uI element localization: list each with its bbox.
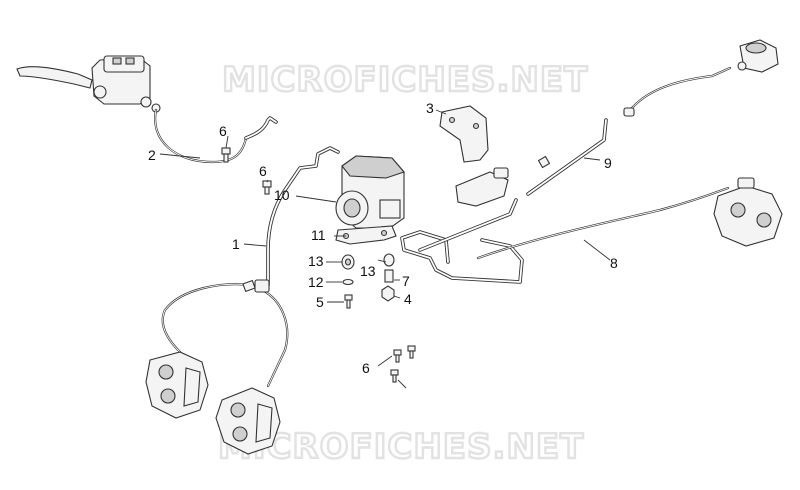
callout-6-bottom: 6 xyxy=(362,360,370,376)
callout-11: 11 xyxy=(311,227,326,243)
bolt-5 xyxy=(344,294,353,309)
callout-3: 3 xyxy=(426,100,434,116)
rear-fluid-reservoir xyxy=(737,39,779,73)
rear-master-cylinder xyxy=(455,155,551,207)
banjo-bolts-6c xyxy=(390,345,416,383)
mounting-bracket-3 xyxy=(439,105,489,163)
callout-6-top: 6 xyxy=(219,123,227,139)
callout-6-mid: 6 xyxy=(259,163,267,179)
callout-12: 12 xyxy=(308,274,324,290)
callout-7: 7 xyxy=(402,273,410,289)
nut-4 xyxy=(381,285,395,302)
brake-line-9 xyxy=(526,118,608,196)
rear-brake-caliper xyxy=(713,177,783,247)
leader-lines xyxy=(159,109,611,389)
callout-9: 9 xyxy=(604,155,612,171)
front-left-caliper xyxy=(145,351,209,419)
callout-4: 4 xyxy=(404,291,412,307)
watermark-top: MICROFICHES.NET xyxy=(222,60,588,100)
rubber-grommet-13a xyxy=(341,254,355,270)
callout-10: 10 xyxy=(274,187,290,203)
brake-hose-2 xyxy=(154,108,248,164)
washer-12 xyxy=(342,278,354,286)
abs-modulator-10 xyxy=(335,155,405,229)
front-caliper-hoses xyxy=(161,279,289,388)
banjo-bolt-6b xyxy=(262,180,272,195)
brake-pipe-1 xyxy=(266,146,340,287)
spacer-7 xyxy=(384,269,394,283)
callout-5: 5 xyxy=(316,294,324,310)
callout-2: 2 xyxy=(148,147,156,163)
rubber-grommet-13b xyxy=(383,253,395,267)
rear-brake-pipe-assembly xyxy=(400,198,524,284)
abs-bracket-11 xyxy=(335,225,397,245)
watermark-bottom: MICROFICHES.NET xyxy=(218,427,584,467)
rear-reservoir-hose xyxy=(623,66,732,117)
brake-pipe-2-end xyxy=(244,116,278,140)
callout-13-left: 13 xyxy=(308,253,324,269)
callout-1: 1 xyxy=(232,236,240,252)
front-right-caliper xyxy=(215,387,281,455)
callout-8: 8 xyxy=(610,255,618,271)
rear-brake-hose-8 xyxy=(476,186,730,260)
front-brake-master-cylinder xyxy=(16,55,161,113)
callout-13-right: 13 xyxy=(360,263,376,279)
